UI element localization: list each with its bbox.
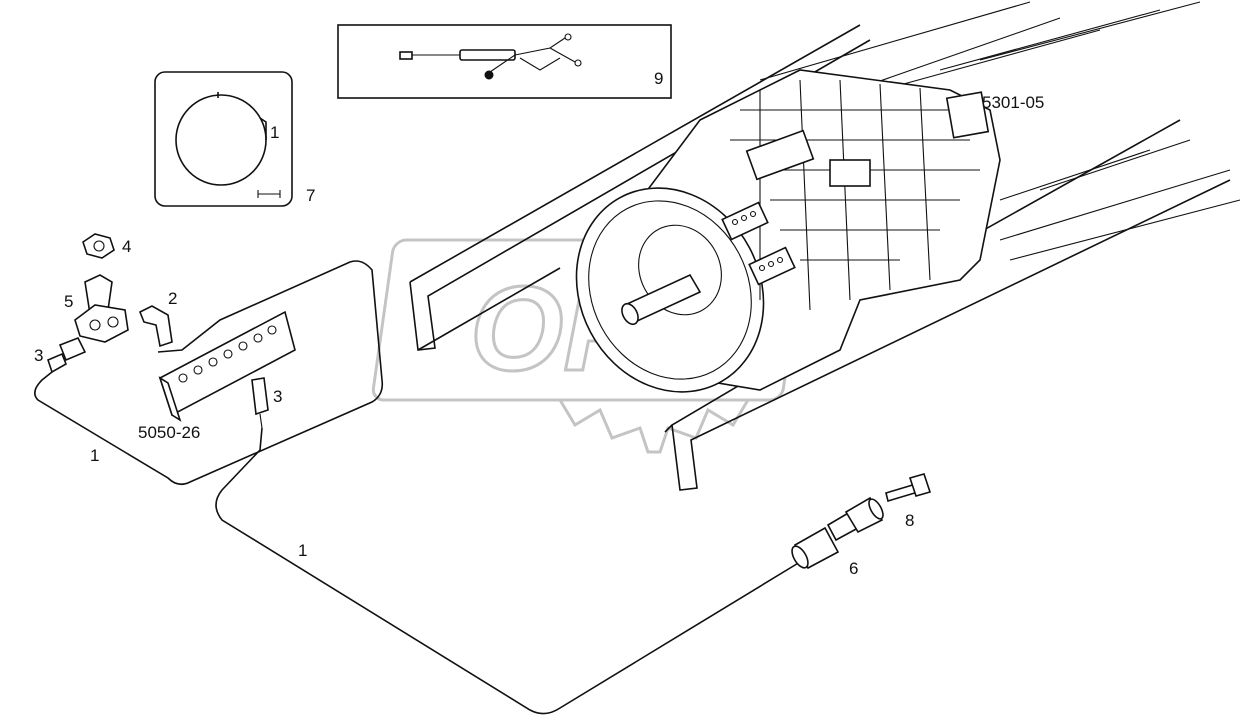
pipe-connector-icon: 6 <box>791 496 884 578</box>
label-1-upper: 1 <box>90 446 99 465</box>
label-5: 5 <box>64 292 73 311</box>
label-9: 9 <box>654 69 663 88</box>
watermark-gear-icon <box>558 399 750 454</box>
label-3-left: 3 <box>34 346 43 365</box>
label-5050-26: 5050-26 <box>138 423 200 442</box>
bolt-icon: 8 <box>885 473 932 530</box>
straight-connector-icon-left: 3 <box>34 336 87 374</box>
hex-nut-icon: 4 <box>82 233 131 259</box>
label-8: 8 <box>905 511 914 530</box>
label-2: 2 <box>168 289 177 308</box>
inset-9-wiring-harness: 9 <box>337 24 672 99</box>
label-5301-05: 5301-05 <box>982 93 1044 112</box>
distribution-block-icon: 5050-26 <box>138 310 296 442</box>
hose-1-lower: 1 <box>215 427 801 715</box>
straight-connector-icon-right: 3 <box>251 377 282 429</box>
inset-7-ring-clamp: 1 7 <box>154 71 315 207</box>
frame-rail-icon <box>409 24 1231 491</box>
elbow-fitting-icon: 2 <box>138 289 177 348</box>
label-1-lower: 1 <box>298 541 307 560</box>
gearbox-assembly-icon <box>575 69 1001 393</box>
pressure-valve-icon: 5 <box>64 274 129 343</box>
label-6: 6 <box>849 559 858 578</box>
hose-1-upper: 1 <box>34 260 384 486</box>
label-4: 4 <box>122 237 131 256</box>
label-7: 7 <box>306 186 315 205</box>
label-3-right: 3 <box>273 387 282 406</box>
label-7-item-1: 1 <box>270 123 279 142</box>
